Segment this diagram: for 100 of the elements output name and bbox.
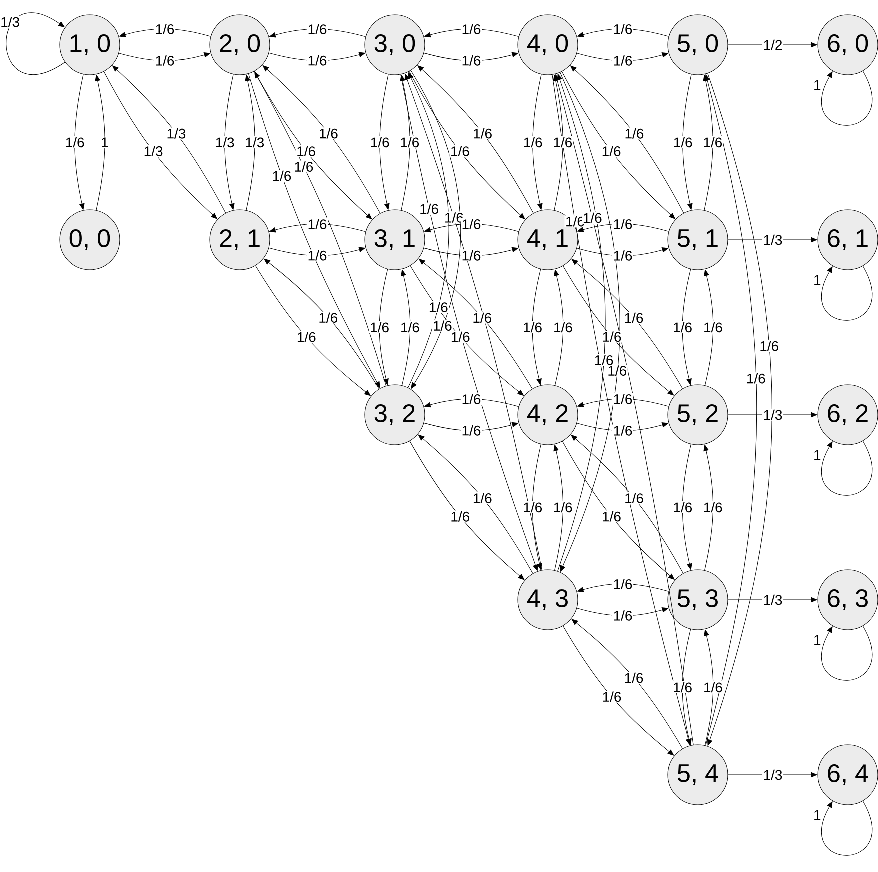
edge-label: 1/6 — [306, 54, 328, 67]
edge-label: 1/6 — [428, 301, 450, 314]
arrow — [704, 444, 714, 571]
edge-label: 1/6 — [758, 340, 780, 352]
edge-label: 1/6 — [460, 250, 482, 262]
edge-label: 1 — [812, 810, 822, 821]
edge-label: 1/6 — [296, 331, 318, 344]
edge-label: 1/6 — [472, 492, 494, 504]
arrow — [262, 65, 381, 214]
edge-label: 1/6 — [672, 502, 694, 514]
edge-label: 1/6 — [612, 424, 634, 437]
arrow — [562, 266, 674, 396]
edge-label: 1/6 — [601, 330, 623, 343]
arrow — [821, 626, 873, 681]
edge-label: 1/6 — [552, 136, 574, 148]
edge-label: 1/6 — [702, 682, 724, 694]
arrow — [821, 266, 873, 321]
edge-label: 1/3 — [244, 136, 266, 148]
edge-label: 1/6 — [399, 136, 420, 148]
edge-label: 1/6 — [460, 218, 482, 230]
edge-label: 1/6 — [601, 145, 622, 158]
edge-label: 1/6 — [154, 54, 176, 67]
edge-label: 1/6 — [552, 322, 574, 334]
edge-label: 1/6 — [612, 54, 634, 67]
arrow — [572, 259, 684, 390]
edge-label: 1/3 — [214, 136, 236, 148]
edge-label: 1 — [812, 450, 822, 461]
edge-label: 1/6 — [522, 136, 544, 148]
edge-label: 1/6 — [154, 23, 176, 36]
edge-label: 1/6 — [672, 322, 694, 334]
edge-label: 1/6 — [460, 54, 482, 67]
edge-label: 1/6 — [612, 218, 634, 230]
edge-label: 1/6 — [612, 578, 634, 590]
edge-label: 1/6 — [672, 136, 694, 148]
edge-label: 1/6 — [612, 250, 634, 262]
arrow — [821, 440, 873, 496]
arrow — [821, 70, 873, 126]
edge-label: 1/3 — [0, 16, 21, 28]
edge-label: 1/6 — [472, 312, 493, 324]
edge-label: 1/6 — [306, 218, 328, 230]
edge-label: 1/6 — [624, 128, 645, 140]
edge-label: 1/6 — [612, 23, 634, 36]
arrow — [418, 434, 534, 574]
arrow — [821, 800, 873, 856]
edge-label: 1/6 — [702, 136, 724, 148]
edge-label: 1/6 — [460, 393, 482, 406]
edge-label: 1/6 — [522, 502, 544, 514]
arrow — [572, 619, 684, 750]
edge-label: 1 — [812, 80, 822, 91]
edge-label: 1 — [812, 274, 822, 286]
edge-label: 1/6 — [601, 510, 622, 523]
edge-label: 1/6 — [418, 203, 440, 215]
edge-label: 1/3 — [762, 409, 784, 421]
edge-label: 1/6 — [624, 492, 645, 504]
edge-label: 1/6 — [623, 312, 645, 324]
edge-label: 1/6 — [460, 424, 482, 437]
edge-label: 1/6 — [318, 312, 339, 324]
edge-label: 1/2 — [762, 39, 784, 51]
edge-label: 1/6 — [460, 23, 482, 36]
edge-label: 1/6 — [582, 212, 604, 224]
edge-label: 1/6 — [450, 145, 471, 158]
edge-label: 1/6 — [594, 354, 615, 366]
edge-label: 1/6 — [672, 682, 694, 694]
edge-label: 1/3 — [166, 128, 187, 140]
edge-label: 1/6 — [702, 322, 724, 334]
edge-label: 1/3 — [143, 145, 164, 158]
edge-label: 1/6 — [522, 322, 544, 334]
edge-label: 1/6 — [369, 322, 390, 334]
edge-label: 1/6 — [271, 170, 292, 182]
edge-label: 1 — [812, 634, 822, 646]
edge-label: 1/6 — [450, 331, 472, 343]
edge-label: 1/6 — [702, 502, 724, 514]
edge-label: 1/6 — [450, 510, 471, 523]
edge-label: 1 — [100, 136, 110, 148]
edge-label: 1/3 — [762, 769, 784, 781]
edge-label: 1/6 — [318, 128, 340, 140]
edge-label: 1/6 — [296, 145, 317, 158]
edge-label: 1/6 — [306, 250, 328, 262]
edge-label: 1/6 — [612, 610, 634, 622]
arrow — [554, 444, 564, 571]
edge-label: 1/6 — [552, 502, 574, 514]
edge-label: 1/6 — [612, 393, 634, 406]
edge-label: 1/6 — [306, 23, 328, 36]
arrow — [410, 441, 525, 580]
edge-label: 1/6 — [293, 160, 314, 173]
arrow — [562, 626, 674, 756]
edge-label: 1/6 — [370, 136, 391, 148]
arrow — [682, 444, 692, 570]
edge-label: 1/6 — [606, 364, 628, 377]
arrow — [532, 444, 542, 570]
edge-label: 1/6 — [601, 691, 623, 703]
edge-label: 1/6 — [432, 320, 454, 332]
edge-label: 1/6 — [64, 136, 86, 148]
edge-label: 1/6 — [472, 128, 494, 140]
edge-label: 1/3 — [762, 594, 784, 606]
edge-label: 1/6 — [623, 672, 645, 684]
arrow — [6, 12, 66, 76]
edge-label: 1/3 — [762, 234, 784, 246]
edge-label: 1/6 — [400, 322, 421, 334]
edge-label: 1/6 — [746, 372, 767, 385]
